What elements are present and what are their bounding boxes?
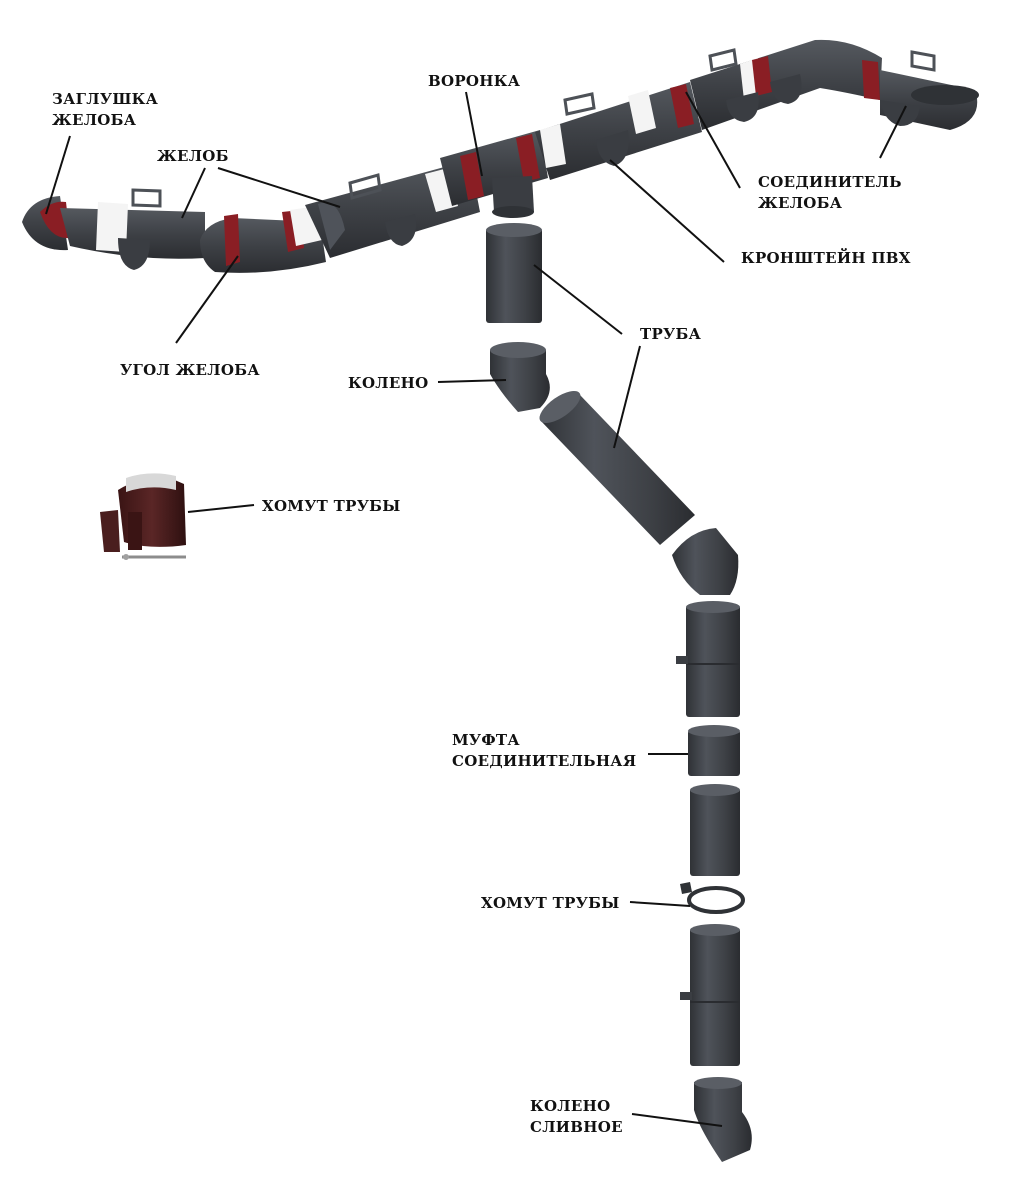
label-pipe: ТРУБА	[640, 325, 702, 343]
gutter-funnel	[440, 92, 596, 218]
leader-voronka	[465, 91, 483, 177]
label-pipe-clamp-top: ХОМУТ ТРУБЫ	[262, 497, 401, 515]
leader-koleno-slivnoe	[631, 1113, 723, 1127]
leader-soedinitel	[685, 91, 741, 189]
leader-koleno	[437, 379, 507, 383]
leader-zhelob-2	[217, 167, 341, 208]
label-elbow: КОЛЕНО	[348, 374, 429, 392]
label-pvc-bracket: КРОНШТЕЙН ПВХ	[741, 249, 911, 267]
leader-zaglushka	[45, 135, 71, 215]
leader-ugol	[175, 255, 239, 344]
leader-homut-bottom	[629, 901, 691, 907]
leader-kronshtein	[609, 159, 725, 263]
leader-zhelob-1	[181, 167, 206, 219]
label-gutter: ЖЕЛОБ	[157, 147, 229, 165]
downpipe-assembly	[486, 223, 752, 1162]
label-gutter-connector: СОЕДИНИТЕЛЬ ЖЕЛОБА	[758, 173, 902, 212]
leader-zaglushka-right	[879, 105, 907, 159]
elbow-middle	[672, 528, 739, 595]
drain-elbow	[694, 1077, 752, 1162]
pipe-ring-clamp	[680, 882, 745, 914]
label-drain-elbow: КОЛЕНО СЛИВНОЕ	[530, 1097, 623, 1136]
label-pipe-clamp-bottom: ХОМУТ ТРУБЫ	[481, 894, 620, 912]
gutter-far-right	[880, 70, 979, 130]
leader-homut-top	[187, 504, 255, 513]
leader-lines	[45, 91, 907, 1127]
gutter-corner	[200, 206, 326, 273]
label-gutter-corner: УГОЛ ЖЕЛОБА	[120, 361, 260, 379]
pipe-clamp-brown	[100, 473, 186, 560]
gutter-end-cap	[22, 196, 70, 251]
elbow-top	[490, 342, 550, 412]
label-gutter-end-cap: ЗАГЛУШКА ЖЕЛОБА	[52, 90, 159, 129]
pipe-upper	[486, 223, 542, 323]
pipe-section-1	[676, 601, 740, 717]
leader-truba-1	[533, 264, 623, 335]
label-coupling: МУФТА СОЕДИНИТЕЛЬНАЯ	[452, 731, 637, 770]
gutter-left	[60, 188, 205, 270]
label-funnel: ВОРОНКА	[428, 72, 521, 90]
pipe-diagonal	[539, 390, 695, 545]
pipe-section-2	[690, 784, 740, 876]
pipe-section-3	[680, 924, 740, 1066]
leader-truba-2	[613, 345, 641, 449]
gutter-top-right	[690, 39, 936, 131]
pipe-coupling	[688, 725, 740, 776]
